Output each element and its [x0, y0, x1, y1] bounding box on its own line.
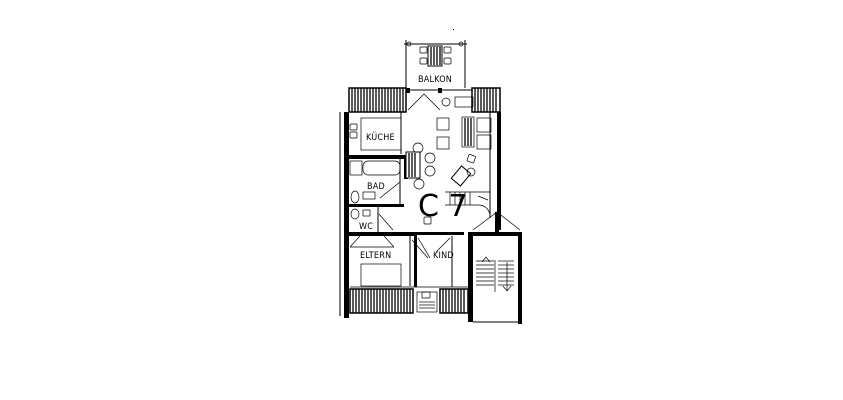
room-kind: [414, 235, 453, 287]
room-wc: [350, 207, 394, 233]
room-label-wc: WC: [359, 222, 373, 232]
railing-bottom: [349, 288, 469, 314]
room-kueche: [349, 112, 402, 154]
living-area: [405, 96, 492, 225]
stairwell: [468, 211, 522, 324]
room-label-eltern: ELTERN: [360, 251, 391, 261]
room-label-bad: BAD: [367, 182, 385, 192]
room-label-kind: KIND: [433, 251, 454, 261]
railing-top-right: [471, 87, 501, 113]
room-eltern: [349, 235, 470, 288]
room-label-balkon: BALKON: [418, 75, 452, 85]
room-label-kueche: KÜCHE: [366, 132, 395, 143]
room-bad: [349, 155, 408, 204]
internal-stair: [445, 191, 491, 216]
unit-type-label: C 7: [418, 189, 468, 224]
balcony: [404, 40, 467, 88]
railing-top-left: [348, 87, 407, 113]
